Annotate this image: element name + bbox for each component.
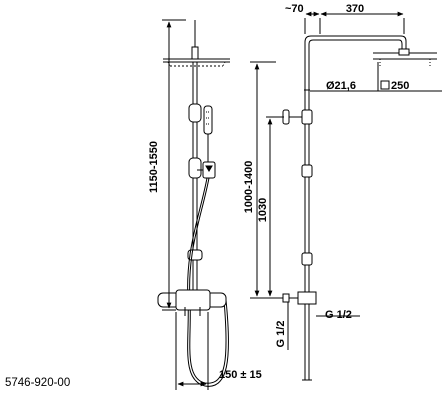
pipe-diameter-label: Ø21,6	[326, 80, 356, 92]
side-connection	[281, 291, 317, 381]
front-spacing-dimension	[175, 312, 209, 390]
square-symbol	[380, 80, 390, 90]
arm-length-label: 370	[346, 3, 364, 15]
head-size-label: 250	[391, 80, 409, 92]
side-dimension-lines	[250, 11, 442, 350]
thread-bottom-label: G 1/2	[275, 321, 287, 348]
height-range-label: 1150-1550	[148, 141, 160, 193]
front-rail	[187, 62, 203, 295]
front-thermostat	[157, 289, 227, 316]
front-view	[157, 19, 230, 390]
offset-label: ~70	[285, 3, 304, 15]
front-hand-shower	[197, 105, 216, 179]
side-arm	[304, 35, 407, 295]
front-shower-head	[163, 20, 230, 67]
side-shower-head	[373, 48, 437, 66]
outlet-height-label: 1030	[257, 198, 269, 222]
thread-side-label: G 1/2	[325, 309, 352, 321]
side-view	[250, 11, 442, 381]
rail-range-label: 1000-1400	[243, 161, 255, 214]
front-height-dimension	[162, 19, 186, 311]
side-holder	[282, 109, 313, 266]
spacing-label: 150 ± 15	[219, 369, 262, 381]
product-code: 5746-920-00	[5, 377, 71, 389]
